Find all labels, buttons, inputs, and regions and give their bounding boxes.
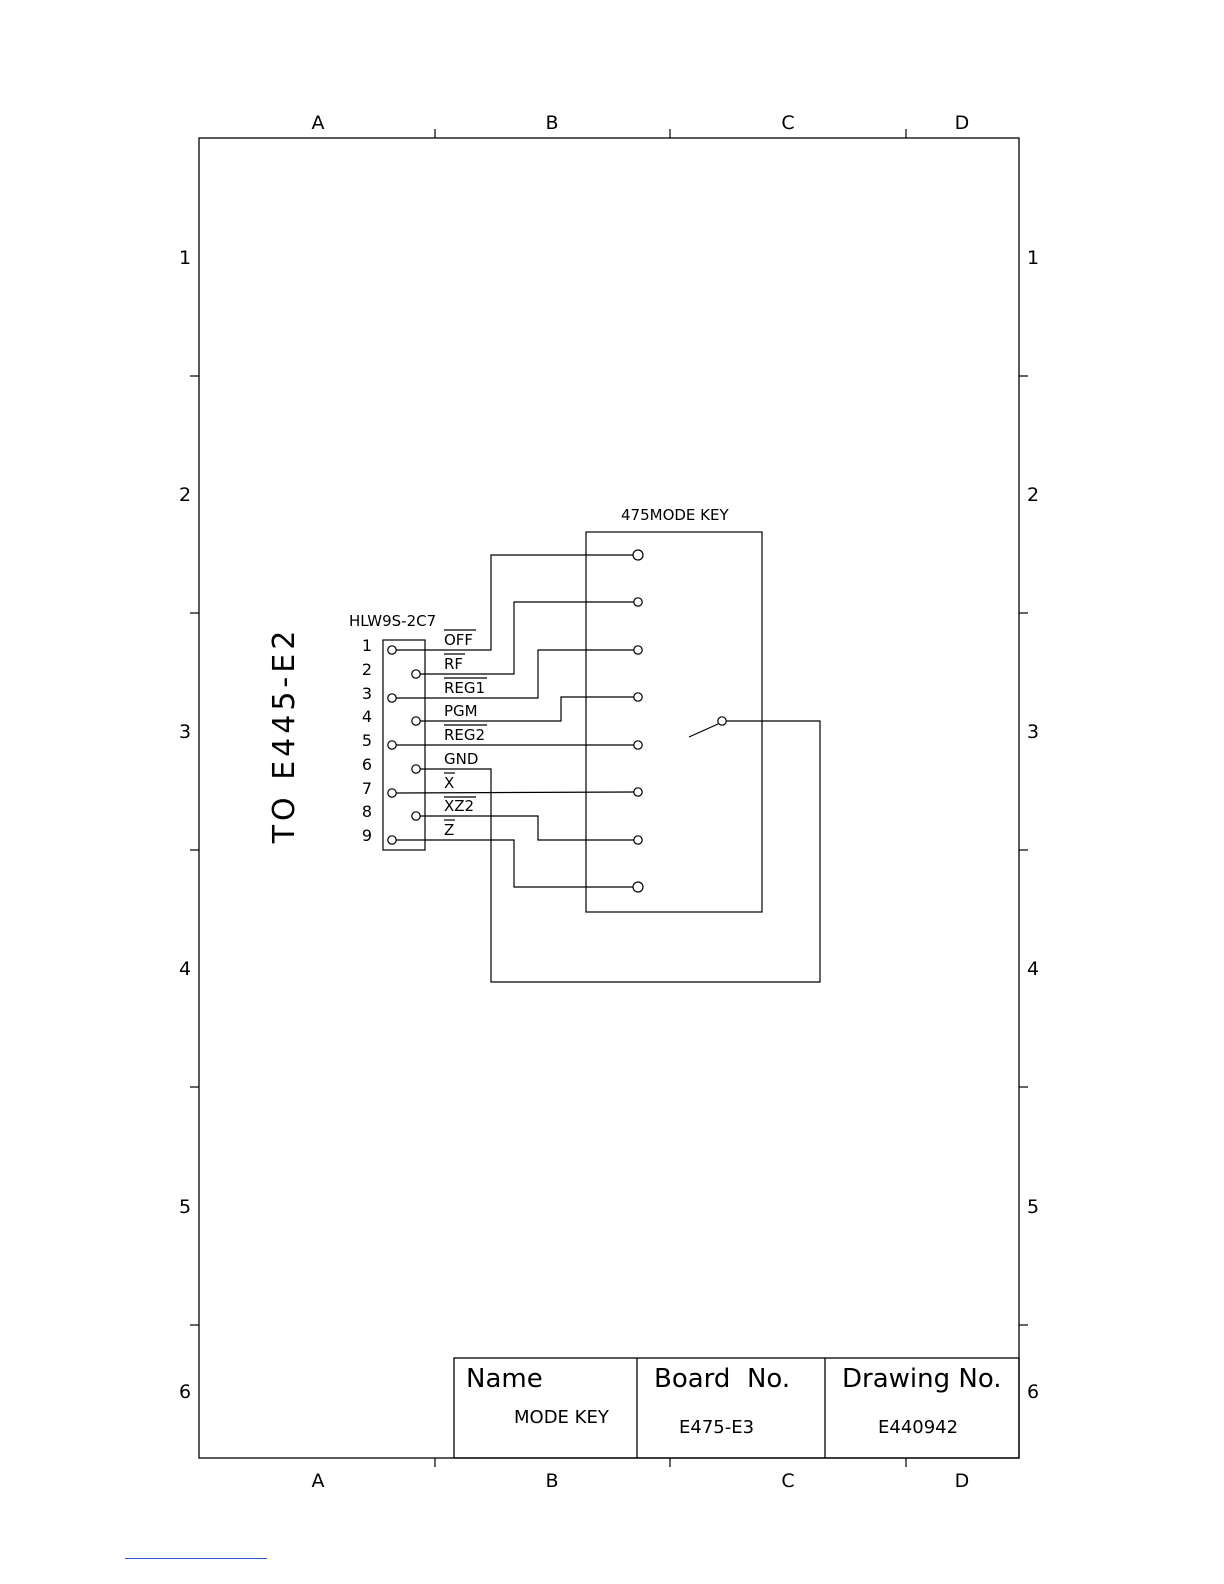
signal-reg1: REG1 <box>444 679 485 697</box>
signal-x: X <box>444 774 454 792</box>
zone-row-2-left: 2 <box>179 484 191 506</box>
zone-col-c-top: C <box>781 112 794 134</box>
signal-pgm: PGM <box>444 702 478 720</box>
connector-signal-names: OFF RF REG1 PGM REG2 GND X XZ2 Z <box>444 631 485 839</box>
connector-pin-numbers: 1 2 3 4 5 6 7 8 9 <box>362 636 372 845</box>
signal-xz2: XZ2 <box>444 797 474 815</box>
title-block-name-value: MODE KEY <box>514 1407 610 1428</box>
drawing-frame <box>199 138 1019 1458</box>
pin-number-7: 7 <box>362 779 372 798</box>
signal-gnd: GND <box>444 750 478 768</box>
zone-col-b-top: B <box>545 112 558 134</box>
title-block-board-header: Board No. <box>654 1364 790 1394</box>
pin-number-4: 4 <box>362 707 372 726</box>
zone-row-6-right: 6 <box>1027 1381 1039 1403</box>
zone-row-3-right: 3 <box>1027 721 1039 743</box>
title-block-board-value: E475-E3 <box>679 1417 754 1438</box>
wiring <box>396 555 820 982</box>
zone-col-b-bottom: B <box>545 1470 558 1492</box>
zone-ticks <box>190 129 1028 1467</box>
signal-z: Z <box>444 821 454 839</box>
pin-number-1: 1 <box>362 636 372 655</box>
zone-row-1-left: 1 <box>179 247 191 269</box>
zone-row-2-right: 2 <box>1027 484 1039 506</box>
connector-destination-label: TO E445-E2 <box>267 627 302 845</box>
zone-row-3-left: 3 <box>179 721 191 743</box>
footer-rule <box>125 1558 267 1559</box>
pin-number-6: 6 <box>362 755 372 774</box>
pin-number-5: 5 <box>362 731 372 750</box>
switch-common <box>689 717 726 737</box>
pin-number-2: 2 <box>362 660 372 679</box>
zone-row-6-left: 6 <box>179 1381 191 1403</box>
zone-col-a-bottom: A <box>312 1470 325 1492</box>
zone-row-5-left: 5 <box>179 1196 191 1218</box>
signal-reg2: REG2 <box>444 726 485 744</box>
connector-part-label: HLW9S-2C7 <box>349 612 436 630</box>
zone-row-4-left: 4 <box>179 958 191 980</box>
zone-col-d-top: D <box>955 112 970 134</box>
title-block-name-header: Name <box>466 1364 543 1394</box>
zone-col-c-bottom: C <box>781 1470 794 1492</box>
signal-off: OFF <box>444 631 473 649</box>
zone-row-1-right: 1 <box>1027 247 1039 269</box>
switch-label: 475MODE KEY <box>621 506 729 524</box>
pin-number-3: 3 <box>362 684 372 703</box>
switch-contacts <box>633 550 643 892</box>
zone-row-4-right: 4 <box>1027 958 1039 980</box>
zone-row-5-right: 5 <box>1027 1196 1039 1218</box>
title-block-drawing-header: Drawing No. <box>842 1364 1002 1394</box>
pin-number-8: 8 <box>362 802 372 821</box>
zone-col-d-bottom: D <box>955 1470 970 1492</box>
switch-body <box>586 532 762 912</box>
pin-number-9: 9 <box>362 826 372 845</box>
signal-rf: RF <box>444 655 463 673</box>
title-block-drawing-value: E440942 <box>878 1417 958 1438</box>
zone-col-a-top: A <box>312 112 325 134</box>
